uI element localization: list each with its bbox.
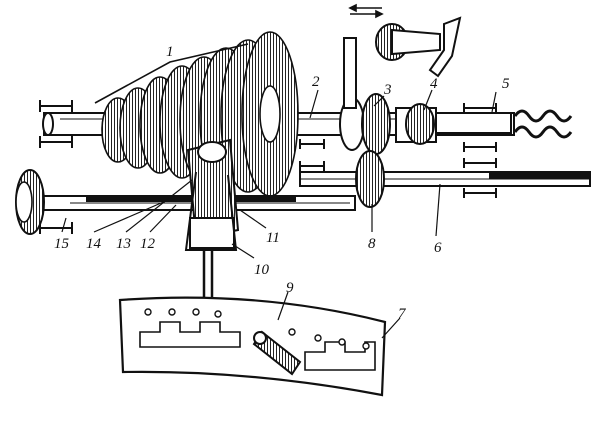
callout-8: 8 (368, 236, 376, 252)
callout-10: 10 (254, 262, 270, 278)
callout-9: 9 (286, 280, 294, 296)
spline-shaft (299, 150, 591, 208)
callout-4: 4 (430, 76, 438, 92)
bearing-supports (39, 100, 497, 234)
callout-1: 1 (166, 44, 174, 60)
callout-14: 14 (86, 236, 102, 252)
clutch-and-worm (339, 93, 573, 155)
callout-15: 15 (54, 236, 70, 252)
leader-lines (61, 89, 497, 339)
cone-bracket (94, 43, 249, 104)
double-arrow-icon (348, 3, 384, 19)
callout-5: 5 (502, 76, 510, 92)
callout-6: 6 (434, 240, 442, 256)
shift-handle (252, 330, 302, 376)
gate-plate (118, 296, 387, 397)
callout-13: 13 (116, 236, 131, 252)
callout-12: 12 (140, 236, 156, 252)
callout-3: 3 (383, 82, 392, 98)
shift-linkage (343, 16, 462, 109)
callout-7: 7 (398, 306, 407, 322)
shift-fork (184, 138, 240, 251)
callout-11: 11 (266, 230, 280, 246)
callout-2: 2 (312, 74, 320, 90)
